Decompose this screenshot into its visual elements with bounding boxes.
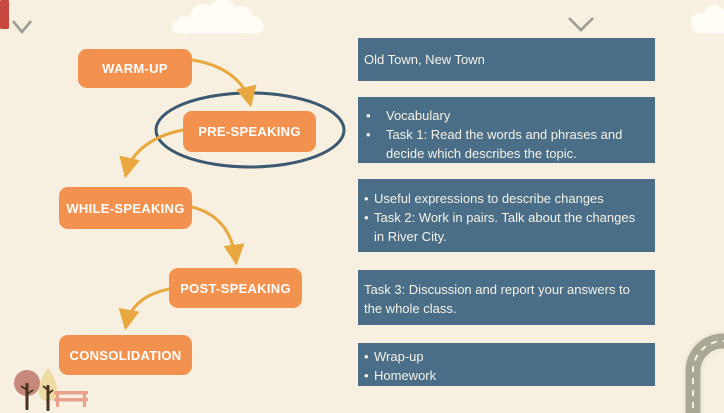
bullet-list: Useful expressions to describe changes T… <box>364 189 637 246</box>
chevron-down-icon <box>568 17 594 32</box>
detail-panel-topic: Old Town, New Town <box>358 38 655 81</box>
detail-panel-pre-speaking: Vocabulary Task 1: Read the words and ph… <box>358 97 655 163</box>
detail-panel-while-speaking: Useful expressions to describe changes T… <box>358 179 655 252</box>
stage-consolidation: CONSOLIDATION <box>59 335 192 375</box>
cloud-icon <box>172 0 264 34</box>
cloud-icon <box>691 5 724 33</box>
tree-round-icon <box>14 370 40 410</box>
arrow-while-to-post <box>190 205 245 266</box>
detail-panel-post-speaking: Task 3: Discussion and report your answe… <box>358 270 655 325</box>
bullet-item: Task 2: Work in pairs. Talk about the ch… <box>364 208 637 246</box>
arrow-warmup-to-pre <box>190 58 257 108</box>
bullet-list: Vocabulary Task 1: Read the words and ph… <box>366 106 647 163</box>
arrow-pre-to-while <box>119 128 185 179</box>
detail-panel-consolidation: Wrap-up Homework <box>358 343 655 386</box>
panel-title: Old Town, New Town <box>364 52 485 67</box>
panel-text: Task 3: Discussion and report your answe… <box>364 282 630 316</box>
stage-post-speaking: POST-SPEAKING <box>169 268 302 308</box>
bullet-list: Wrap-up Homework <box>364 347 647 385</box>
stage-pre-speaking: PRE-SPEAKING <box>183 111 316 152</box>
chevron-down-icon <box>11 20 33 35</box>
stage-while-speaking: WHILE-SPEAKING <box>59 187 192 229</box>
bullet-item: Vocabulary <box>366 106 647 125</box>
bullet-item: Homework <box>364 366 647 385</box>
bullet-item: Useful expressions to describe changes <box>364 189 637 208</box>
bench-icon <box>54 391 88 407</box>
corner-accent-bar <box>0 0 9 29</box>
bullet-item: Wrap-up <box>364 347 647 366</box>
flow-arrows <box>118 58 257 331</box>
road-illustration <box>682 330 724 413</box>
bullet-item: Task 1: Read the words and phrases and d… <box>366 125 647 163</box>
stage-warm-up: WARM-UP <box>78 49 192 88</box>
tree-teardrop-icon <box>39 368 57 411</box>
arrow-post-to-consolidation <box>118 287 171 331</box>
